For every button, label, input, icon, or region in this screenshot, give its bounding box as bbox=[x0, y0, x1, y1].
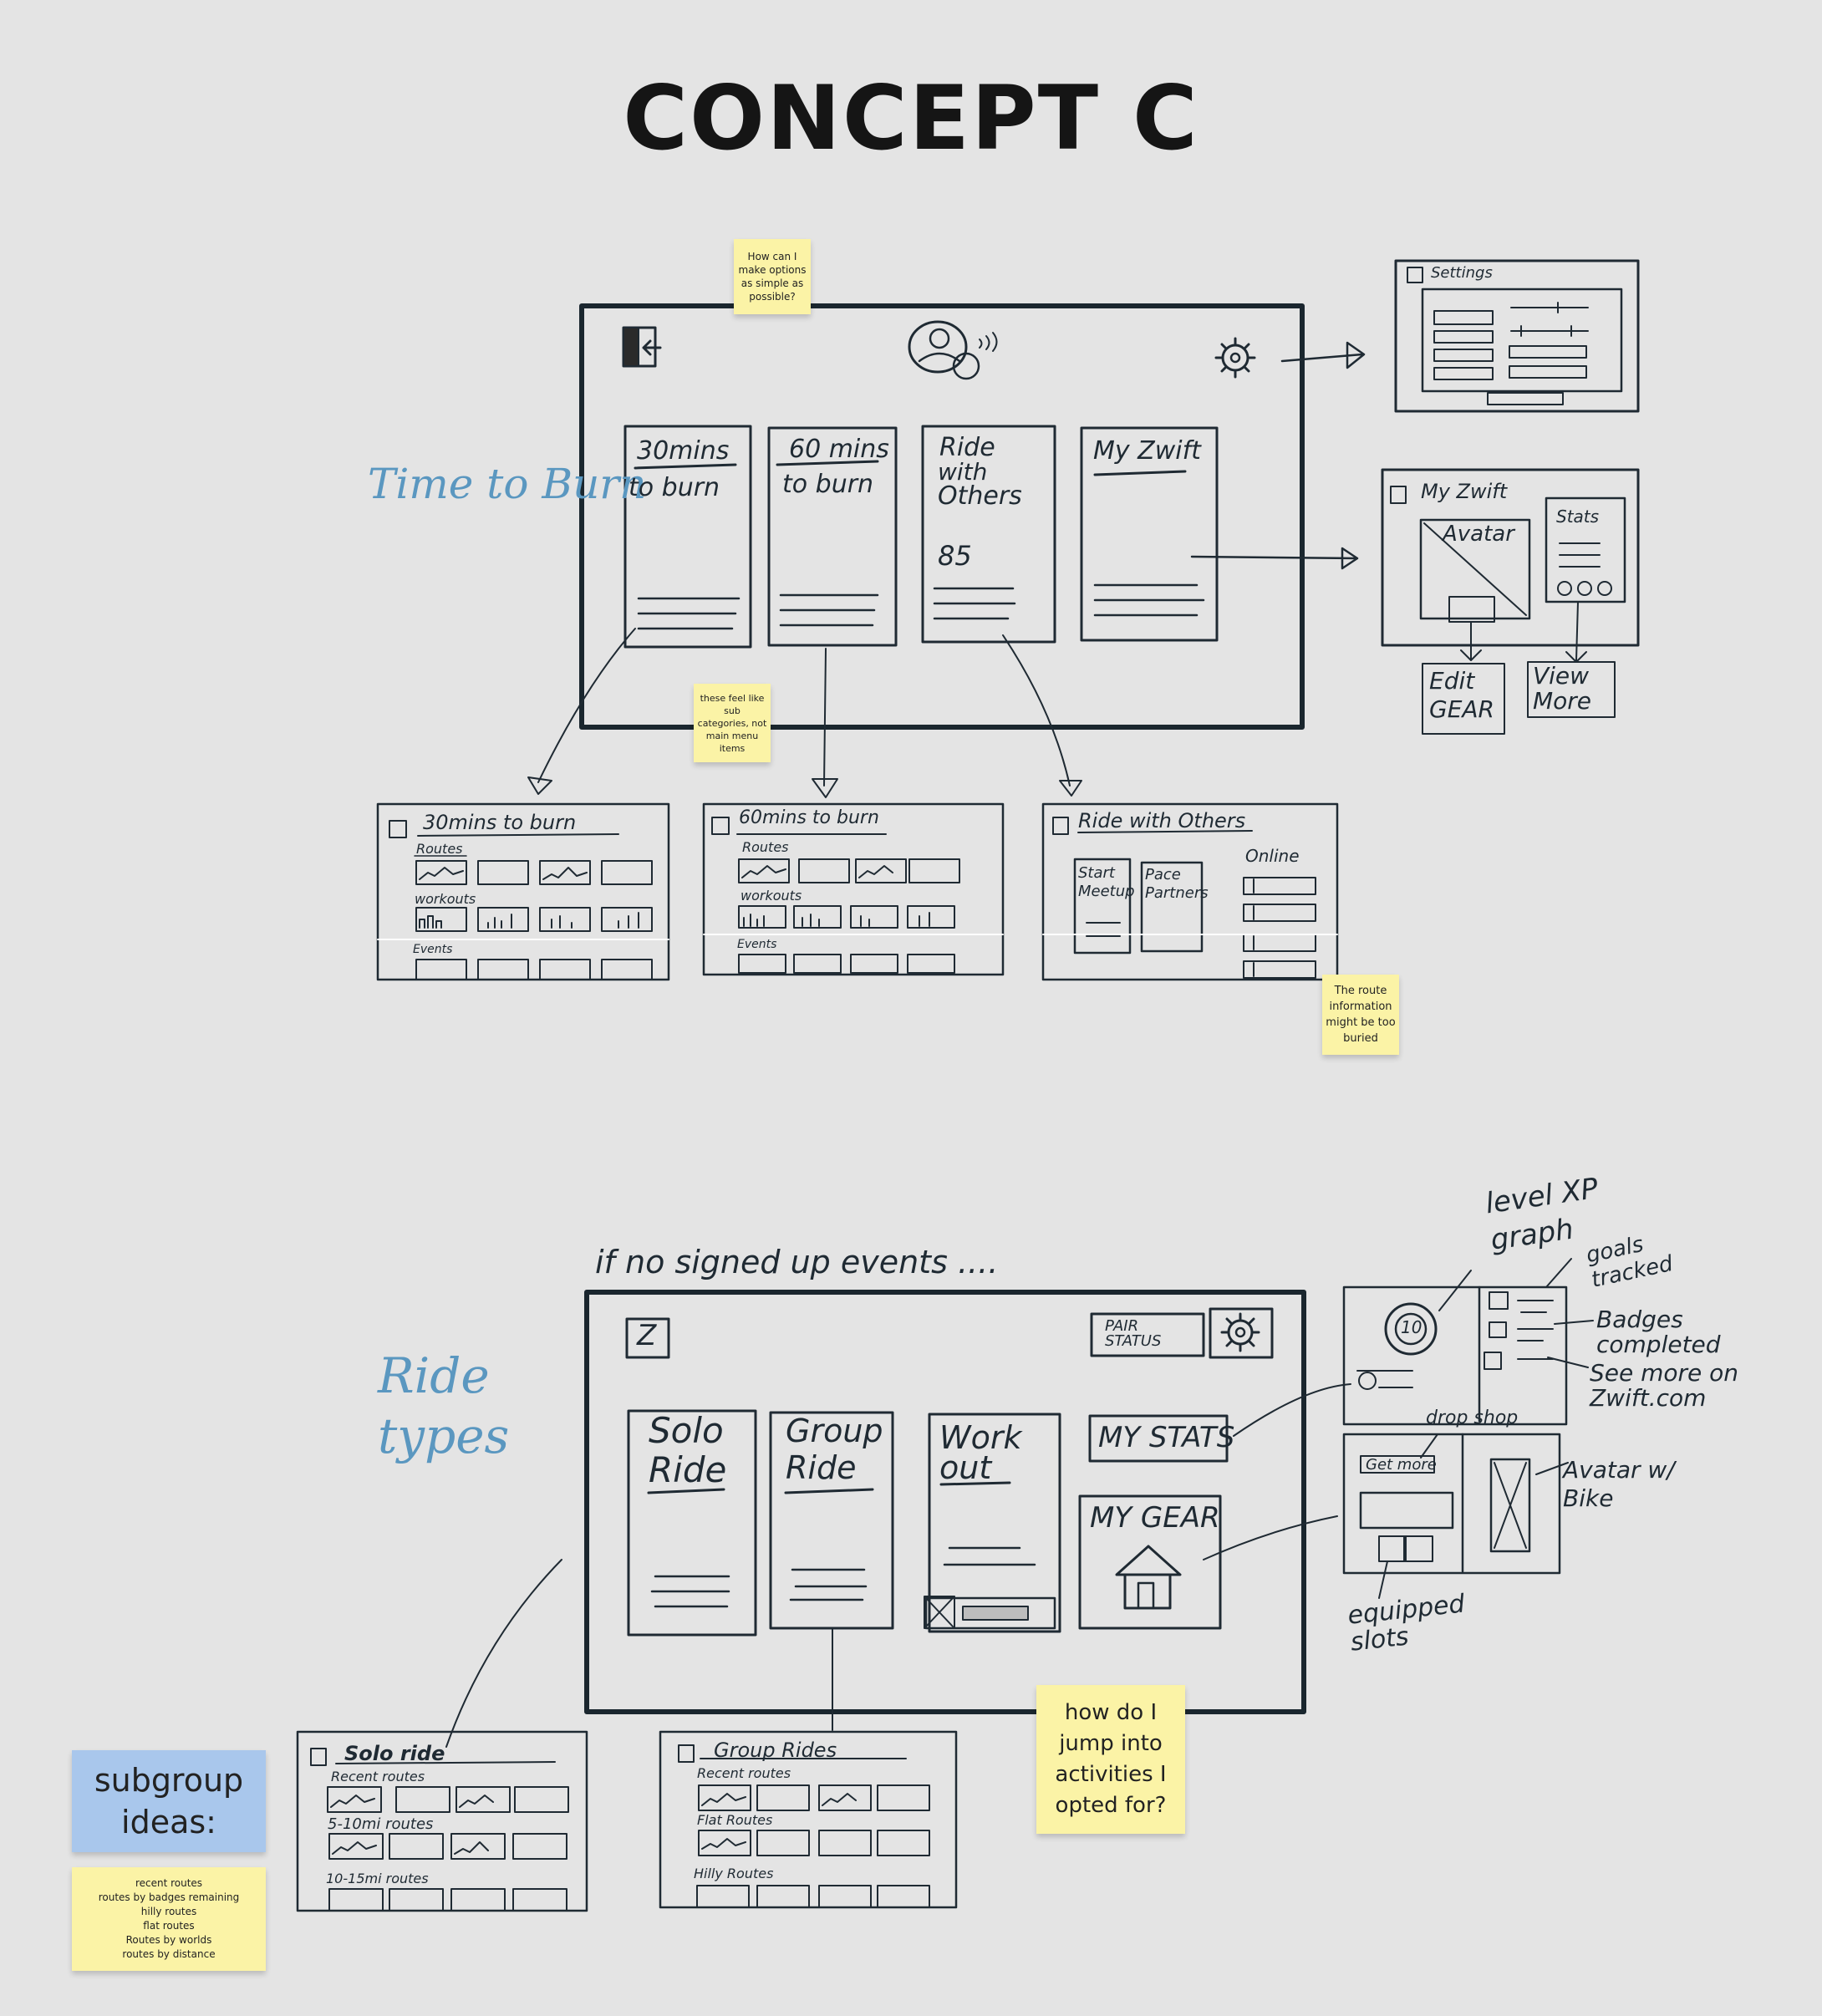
sticky-jump-into: how do I jump into activities I opted fo… bbox=[1036, 1685, 1185, 1834]
section-label-bottom: Ride types bbox=[378, 1347, 510, 1464]
bottom-sub-screens bbox=[296, 1730, 958, 1912]
sub-60-row-routes: Routes bbox=[742, 839, 789, 855]
subgroup-item: recent routes bbox=[135, 1877, 203, 1889]
sub-solo-row-0: Recent routes bbox=[331, 1769, 425, 1784]
subgroup-item: Routes by worlds bbox=[125, 1934, 212, 1946]
card-60-line2[interactable]: to burn bbox=[782, 470, 874, 499]
group-ride-card[interactable]: Group bbox=[786, 1413, 883, 1449]
sub-solo-row-1: 5-10mi routes bbox=[328, 1815, 434, 1833]
bottom-caption: if no signed up events .... bbox=[595, 1244, 999, 1280]
workout-card[interactable]: Work bbox=[939, 1419, 1022, 1456]
top-main-frame bbox=[527, 303, 1366, 798]
sub-60-row-events: Events bbox=[737, 938, 777, 951]
workout-card-line2[interactable]: out bbox=[939, 1449, 992, 1486]
sub-60-row-workouts: workouts bbox=[741, 888, 802, 904]
zwift-logo[interactable]: Z bbox=[637, 1319, 657, 1352]
house-icon bbox=[1115, 1545, 1182, 1610]
section-label-top: Time to Burn bbox=[368, 460, 647, 508]
sub-ride-title: Ride with Others bbox=[1078, 809, 1246, 832]
sub-solo-row-2: 10-15mi routes bbox=[326, 1871, 429, 1886]
sticky-route-info: The route information might be too burie… bbox=[1322, 975, 1399, 1055]
view-more-button[interactable]: View More bbox=[1533, 662, 1592, 715]
exit-icon bbox=[622, 326, 662, 368]
sub-30-row-events: Events bbox=[413, 943, 453, 956]
sub-ride-online: Online bbox=[1245, 846, 1300, 866]
card-30-line1[interactable]: 30mins bbox=[637, 436, 730, 466]
subgroup-item: hilly routes bbox=[140, 1906, 197, 1917]
card-60-line1[interactable]: 60 mins bbox=[789, 435, 889, 464]
sticky-subgroup-list: recent routes routes by badges remaining… bbox=[72, 1867, 266, 1971]
sub-solo-title: Solo ride bbox=[344, 1742, 445, 1765]
sub-60-title: 60mins to burn bbox=[739, 807, 879, 828]
avatar-icon bbox=[908, 320, 998, 380]
card-ride-line1[interactable]: Ride bbox=[939, 433, 995, 462]
edit-gear-button[interactable]: Edit GEAR bbox=[1429, 667, 1494, 723]
gear-icon bbox=[1214, 337, 1256, 379]
gear-icon-2 bbox=[1220, 1312, 1260, 1352]
annotation-avatar: Avatar w/ Bike bbox=[1563, 1456, 1675, 1512]
annotation-drop-shop: drop shop bbox=[1426, 1408, 1519, 1428]
top-sub-screens bbox=[376, 802, 1339, 981]
sub-group-row-0: Recent routes bbox=[697, 1765, 791, 1781]
sub-30-row-routes: Routes bbox=[416, 841, 463, 857]
sub-group-row-2: Hilly Routes bbox=[694, 1866, 774, 1881]
sub-group-title: Group Rides bbox=[714, 1739, 837, 1762]
myzwift-stats: Stats bbox=[1556, 507, 1600, 527]
settings-title: Settings bbox=[1431, 264, 1493, 282]
myzwift-panel bbox=[1381, 468, 1640, 735]
settings-panel bbox=[1394, 259, 1640, 413]
sub-ride-meetup[interactable]: Start Meetup bbox=[1078, 864, 1135, 900]
sub-group-row-1: Flat Routes bbox=[697, 1812, 773, 1828]
stats-mockup bbox=[1342, 1258, 1594, 1426]
subgroup-item: routes by badges remaining bbox=[98, 1891, 240, 1903]
annotation-badges: Badges completed bbox=[1596, 1306, 1721, 1358]
annotation-see-more: See more on Zwift.com bbox=[1590, 1359, 1739, 1412]
solo-ride-card[interactable]: Solo bbox=[649, 1410, 724, 1451]
subgroup-item: routes by distance bbox=[122, 1948, 216, 1960]
card-30-line2[interactable]: to burn bbox=[629, 473, 720, 502]
card-ride-line2[interactable]: with bbox=[938, 458, 988, 486]
sticky-options: How can I make options as simple as poss… bbox=[734, 239, 811, 314]
sub-30-row-workouts: workouts bbox=[415, 891, 476, 907]
page-title: CONCEPT C bbox=[623, 67, 1199, 170]
group-ride-card-line2[interactable]: Ride bbox=[786, 1449, 857, 1486]
subgroup-item: flat routes bbox=[143, 1920, 195, 1932]
my-stats-button[interactable]: MY STATS bbox=[1098, 1421, 1235, 1454]
sticky-subcategories: these feel like sub categories, not main… bbox=[694, 684, 771, 762]
pair-status-button[interactable]: PAIR STATUS bbox=[1105, 1317, 1162, 1350]
sub-30-title: 30mins to burn bbox=[423, 811, 577, 834]
card-ride-line3[interactable]: Others bbox=[938, 481, 1022, 511]
solo-ride-card-line2[interactable]: Ride bbox=[649, 1449, 727, 1490]
myzwift-avatar: Avatar bbox=[1443, 522, 1514, 547]
myzwift-title: My Zwift bbox=[1421, 480, 1508, 503]
sticky-subgroup-title: subgroup ideas: bbox=[72, 1750, 266, 1852]
xp-number: 10 bbox=[1401, 1317, 1422, 1337]
bottom-main-frame bbox=[445, 1290, 1351, 1748]
sub-ride-pace[interactable]: Pace Partners bbox=[1145, 866, 1209, 902]
card-ride-count: 85 bbox=[938, 540, 972, 572]
get-more-button[interactable]: Get more bbox=[1366, 1456, 1437, 1474]
gear-mockup bbox=[1342, 1433, 1569, 1599]
my-gear-button[interactable]: MY GEAR bbox=[1090, 1501, 1220, 1535]
card-myzwift-line1[interactable]: My Zwift bbox=[1093, 436, 1201, 466]
